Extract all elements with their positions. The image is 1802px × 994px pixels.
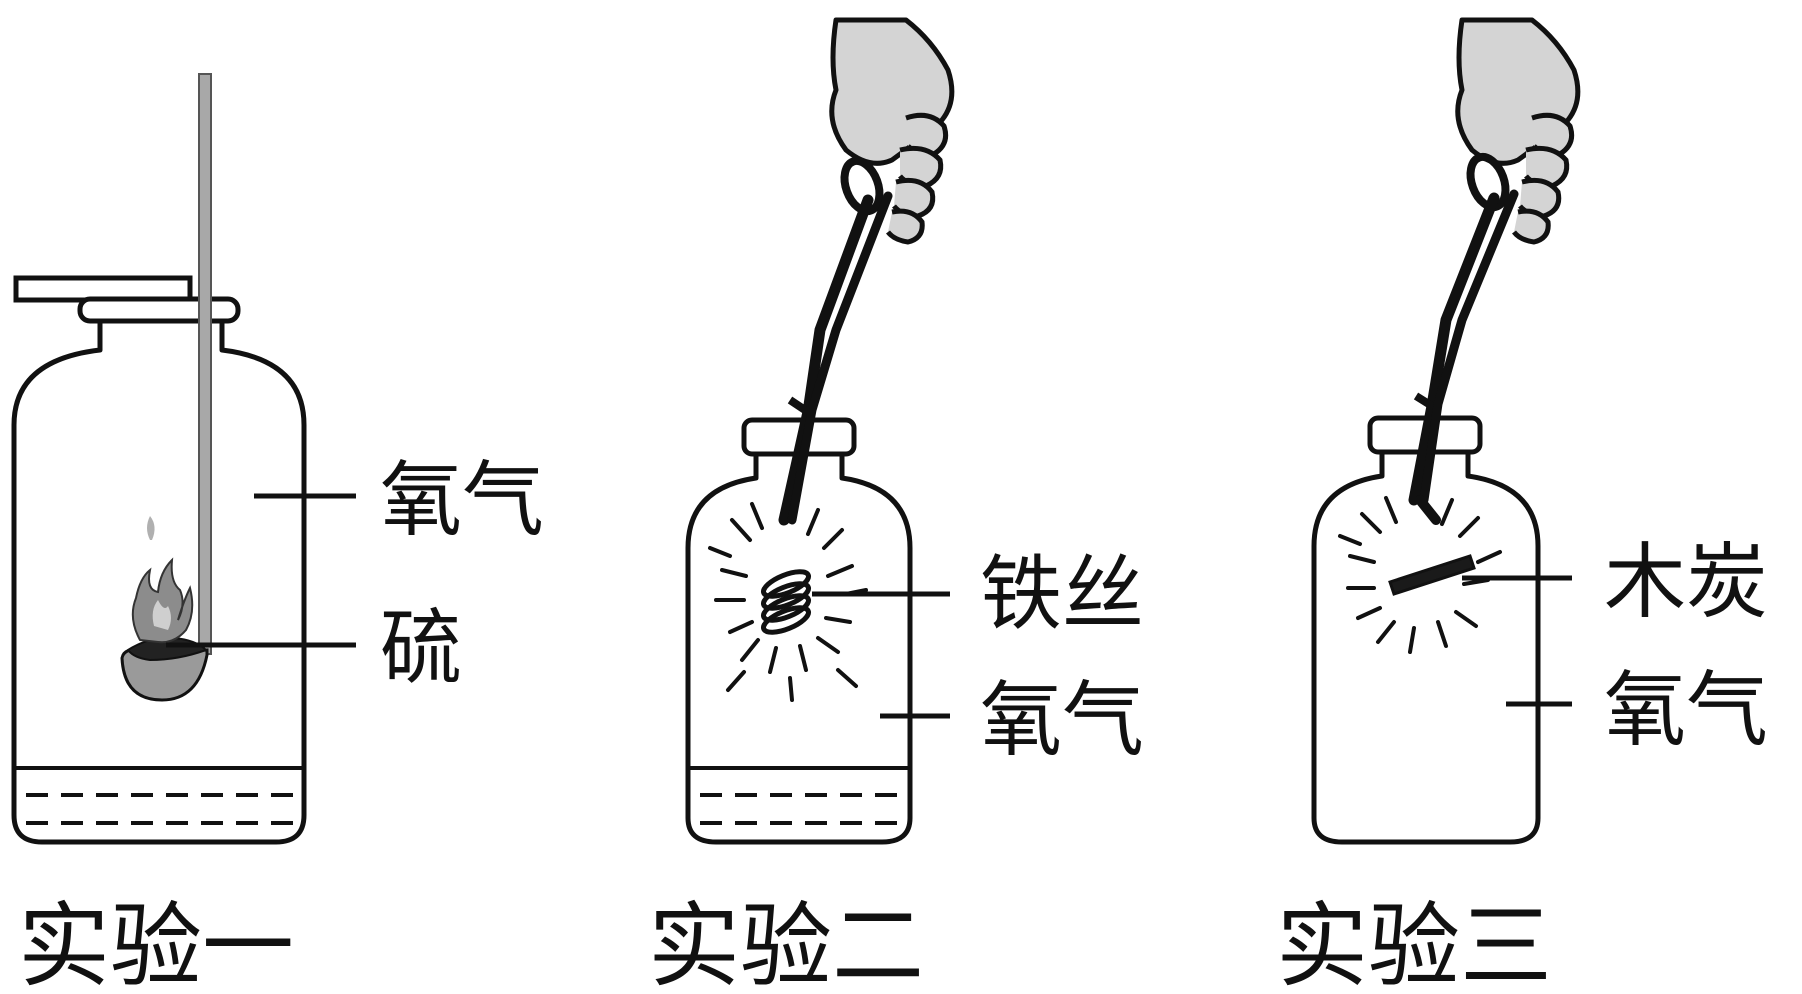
gas-bottle-2: [685, 454, 913, 845]
label-gas-1: 氧气: [380, 453, 544, 548]
label-substance-3: 木炭: [1604, 535, 1768, 630]
caption-experiment-3: 实验三: [1276, 893, 1552, 994]
bottle-rim: [77, 296, 241, 324]
hand-icon: [829, 17, 955, 245]
tongs-icon: [1408, 152, 1519, 525]
spark-icon: [1338, 496, 1502, 654]
gas-bottle-3: [1311, 452, 1541, 845]
hand-icon: [1455, 17, 1581, 245]
iron-wire-coil: [760, 569, 812, 635]
label-substance-1: 硫: [380, 601, 462, 696]
charcoal-piece: [1388, 554, 1476, 596]
experiment-1: 氧气 硫 实验一: [11, 73, 544, 994]
experiment-2: 铁丝 氧气 实验二: [648, 17, 1144, 994]
caption-experiment-2: 实验二: [648, 893, 924, 994]
spark-icon: [708, 502, 868, 702]
caption-experiment-1: 实验一: [18, 893, 294, 994]
gas-bottle-1: [11, 321, 307, 845]
tongs-icon: [778, 156, 893, 526]
label-substance-2: 铁丝: [980, 547, 1144, 642]
label-gas-2: 氧气: [980, 673, 1144, 768]
label-gas-3: 氧气: [1604, 663, 1768, 758]
flame-icon: [131, 516, 194, 644]
experiment-3: 木炭 氧气 实验三: [1276, 17, 1768, 994]
